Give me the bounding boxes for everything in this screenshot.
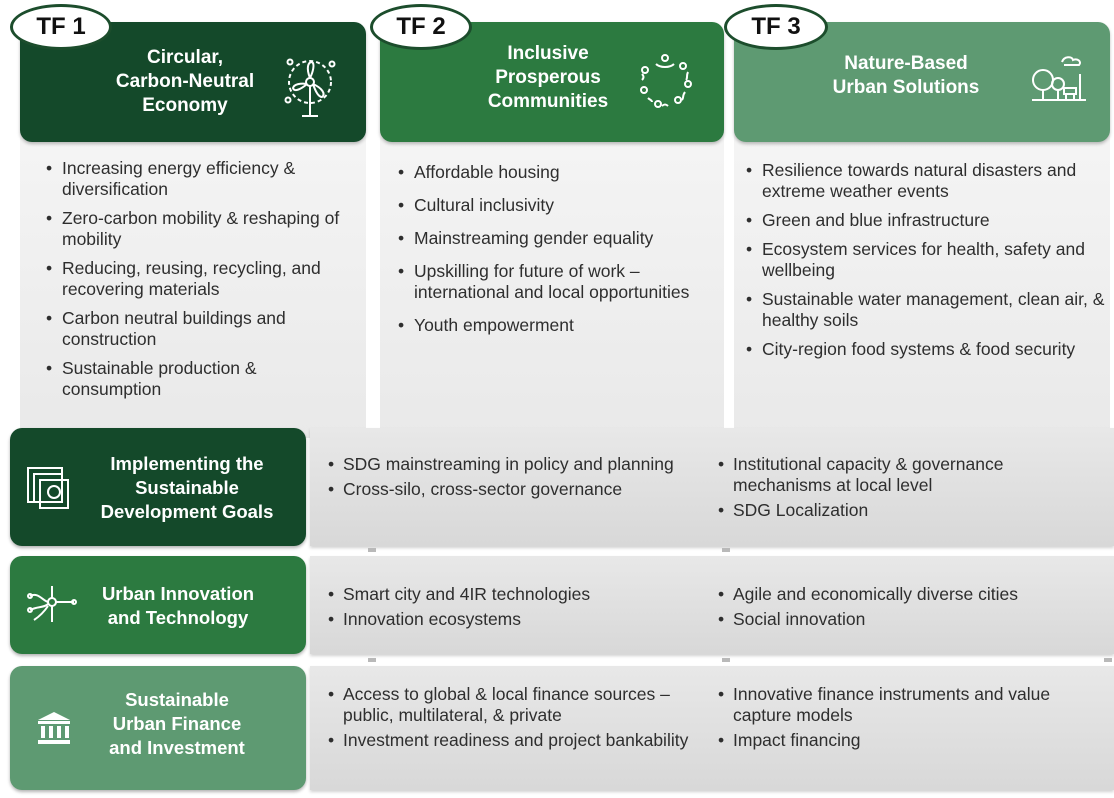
list-item: Carbon neutral buildings and constructio… [44, 308, 354, 350]
tf2-title-line: Prosperous [495, 67, 601, 88]
list-item: Impact financing [716, 730, 1086, 751]
list-item: Institutional capacity & governance mech… [716, 454, 1076, 496]
list-item: Access to global & local finance sources… [326, 684, 706, 726]
list-item: Ecosystem services for health, safety an… [744, 239, 1106, 281]
list-item: Reducing, reusing, recycling, and recove… [44, 258, 354, 300]
tf3-title-line: Urban Solutions [832, 77, 980, 98]
row-title-line: and Investment [109, 737, 245, 758]
list-item: Innovative finance instruments and value… [716, 684, 1086, 726]
list-item: Smart city and 4IR technologies [326, 584, 696, 605]
row-title-line: Urban Innovation [101, 583, 255, 604]
list-item: Mainstreaming gender equality [396, 228, 714, 249]
row-title-line: Urban Finance [112, 713, 242, 734]
row-title-line: Development Goals [100, 501, 274, 522]
innovation-row-title: Urban Innovation and Technology [78, 582, 278, 630]
list-item: Increasing energy efficiency & diversifi… [44, 158, 354, 200]
tf3-title-line: Nature-Based [844, 53, 968, 74]
tf1-badge: TF 1 [10, 4, 112, 50]
list-item: SDG mainstreaming in policy and planning [326, 454, 696, 475]
list-item: City-region food systems & food security [744, 339, 1106, 360]
divider-tick [722, 658, 730, 662]
community-circle-icon [640, 54, 692, 108]
row-title-line: Implementing the [110, 453, 264, 474]
list-item: Cultural inclusivity [396, 195, 714, 216]
list-item: Agile and economically diverse cities [716, 584, 1096, 605]
tf3-badge: TF 3 [724, 4, 828, 50]
row-title-line: Sustainable [135, 477, 239, 498]
tf1-title-line: Economy [142, 95, 228, 116]
finance-left-list: Access to global & local finance sources… [326, 684, 706, 755]
list-item: SDG Localization [716, 500, 1076, 521]
tf3-title: Nature-Based Urban Solutions [816, 52, 996, 100]
tf1-header: Circular, Carbon-Neutral Economy [20, 22, 366, 142]
divider-tick [722, 548, 730, 552]
sdg-right-list: Institutional capacity & governance mech… [716, 454, 1076, 525]
list-item: Affordable housing [396, 162, 714, 183]
list-item: Sustainable production & consumption [44, 358, 354, 400]
sdg-row-tab: Implementing the Sustainable Development… [10, 428, 306, 546]
circuit-innovation-icon [27, 586, 77, 622]
tf1-title-line: Carbon-Neutral [115, 71, 255, 92]
list-item: Investment readiness and project bankabi… [326, 730, 706, 751]
tf2-title: Inclusive Prosperous Communities [470, 42, 626, 114]
innovation-row-band [310, 556, 1114, 654]
finance-row-tab: Sustainable Urban Finance and Investment [10, 666, 306, 790]
park-icon [1032, 56, 1086, 101]
tf2-title-line: Communities [487, 91, 609, 112]
list-item: Social innovation [716, 609, 1096, 630]
divider-tick [368, 548, 376, 552]
list-item: Cross-silo, cross-sector governance [326, 479, 696, 500]
row-title-line: Sustainable [125, 689, 229, 710]
innovation-right-list: Agile and economically diverse cities So… [716, 584, 1096, 634]
tf1-focus-list: Increasing energy efficiency & diversifi… [44, 158, 354, 408]
finance-right-list: Innovative finance instruments and value… [716, 684, 1086, 755]
list-item: Upskilling for future of work – internat… [396, 261, 714, 303]
list-item: Zero-carbon mobility & reshaping of mobi… [44, 208, 354, 250]
row-title-line: and Technology [107, 607, 249, 628]
tf1-title: Circular, Carbon-Neutral Economy [90, 46, 280, 118]
finance-row-title: Sustainable Urban Finance and Investment [82, 688, 272, 760]
list-item: Innovation ecosystems [326, 609, 696, 630]
innovation-row-tab: Urban Innovation and Technology [10, 556, 306, 654]
sdg-document-icon [27, 467, 69, 509]
tf2-title-line: Inclusive [507, 43, 589, 64]
wind-turbine-icon [284, 58, 336, 117]
sdg-left-list: SDG mainstreaming in policy and planning… [326, 454, 696, 504]
list-item: Green and blue infrastructure [744, 210, 1106, 231]
list-item: Sustainable water management, clean air,… [744, 289, 1106, 331]
tf3-focus-list: Resilience towards natural disasters and… [744, 160, 1106, 368]
tf2-focus-list: Affordable housing Cultural inclusivity … [396, 162, 714, 344]
divider-tick [1104, 658, 1112, 662]
bank-building-icon [38, 712, 70, 744]
tf2-badge: TF 2 [370, 4, 472, 50]
list-item: Youth empowerment [396, 315, 714, 336]
tf1-title-line: Circular, [146, 47, 224, 68]
divider-tick [368, 658, 376, 662]
sdg-row-title: Implementing the Sustainable Development… [78, 452, 296, 524]
list-item: Resilience towards natural disasters and… [744, 160, 1106, 202]
innovation-left-list: Smart city and 4IR technologies Innovati… [326, 584, 696, 634]
